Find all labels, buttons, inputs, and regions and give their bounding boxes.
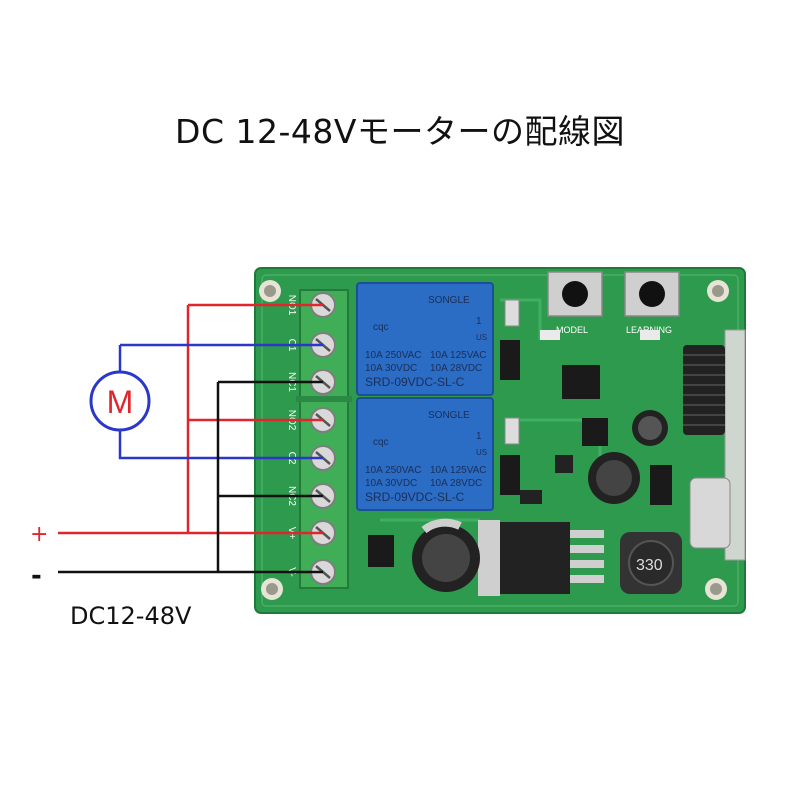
page-title: DC 12-48Vモーターの配線図 (175, 112, 625, 151)
mounting-hole (705, 578, 727, 600)
inductor: 330 (620, 532, 682, 594)
model-button-label: MODEL (556, 325, 588, 335)
relay-us-mark: US (476, 448, 487, 457)
relay-1: SONGLE cqc 1 US 10A 250VAC 10A 125VAC 10… (356, 282, 494, 396)
relay-spec-right-2: 10A 28VDC (430, 363, 482, 374)
mounting-hole (261, 578, 283, 600)
relay-us-mark: US (476, 333, 487, 342)
positive-label: + (30, 522, 48, 547)
capacitor (588, 452, 640, 504)
relay-brand: SONGLE (428, 410, 470, 421)
terminal-block (296, 289, 352, 589)
relay-spec-right-1: 10A 125VAC (430, 465, 487, 476)
negative-label: - (31, 561, 42, 591)
relay-model: SRD-09VDC-SL-C (365, 375, 465, 389)
rf-module (683, 329, 746, 561)
motor-symbol: M (89, 370, 151, 432)
relay-spec-left-1: 10A 250VAC (365, 465, 422, 476)
capacitor (632, 410, 668, 446)
relay-spec-left-1: 10A 250VAC (365, 350, 422, 361)
mounting-hole (259, 280, 281, 302)
motor-label: M (107, 384, 134, 420)
voltage-caption: DC12-48V (70, 602, 192, 630)
components (368, 299, 672, 596)
relay-cqc-mark: cqc (373, 437, 389, 448)
relay-ul-number: 1 (476, 431, 482, 442)
inductor-label: 330 (636, 557, 663, 574)
relay-cqc-mark: cqc (373, 322, 389, 333)
relay-2: SONGLE cqc 1 US 10A 250VAC 10A 125VAC 10… (356, 397, 494, 511)
relay-spec-right-1: 10A 125VAC (430, 350, 487, 361)
motor-wire (118, 343, 323, 372)
relay-brand: SONGLE (428, 295, 470, 306)
capacitor (412, 518, 480, 592)
relay-spec-left-2: 10A 30VDC (365, 363, 417, 374)
mounting-hole (707, 280, 729, 302)
relay-ul-number: 1 (476, 316, 482, 327)
model-button: MODEL (547, 271, 603, 335)
relay-model: SRD-09VDC-SL-C (365, 490, 465, 504)
learning-button: LEARNING (624, 271, 680, 335)
wires (58, 303, 323, 574)
motor-wire (118, 430, 323, 460)
relay-spec-left-2: 10A 30VDC (365, 478, 417, 489)
relay-spec-right-2: 10A 28VDC (430, 478, 482, 489)
